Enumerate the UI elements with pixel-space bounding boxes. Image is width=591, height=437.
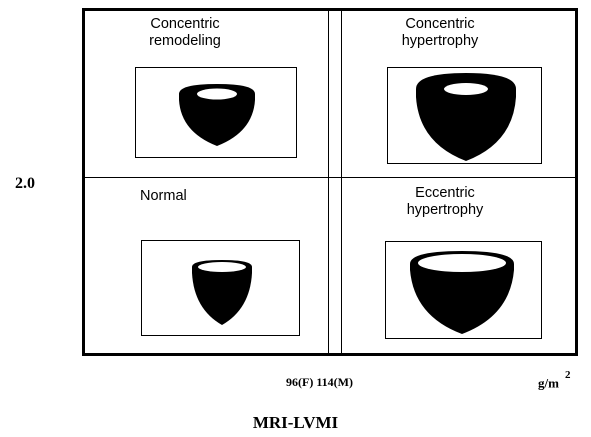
label-line: remodeling xyxy=(130,33,240,50)
label-line: hypertrophy xyxy=(390,202,500,219)
heart-normal-icon xyxy=(188,257,256,327)
label-line: Normal xyxy=(140,188,230,205)
x-unit-text: g/m xyxy=(538,375,559,390)
threshold-line-vertical-male xyxy=(341,8,342,356)
x-axis-title: MRI-LVMI xyxy=(0,413,591,433)
x-threshold-label: 96(F) 114(M) xyxy=(286,375,353,390)
label-line: hypertrophy xyxy=(380,33,500,50)
heart-concentric-hypertrophy-icon xyxy=(413,71,519,163)
threshold-line-vertical-female xyxy=(328,8,329,356)
x-unit-superscript: 2 xyxy=(565,369,571,381)
x-unit-label: g/m2 xyxy=(538,373,570,391)
threshold-line-horizontal xyxy=(82,177,578,178)
quadrant-label-concentric-hypertrophy: Concentric hypertrophy xyxy=(380,16,500,50)
image-box-concentric-hypertrophy xyxy=(387,67,542,164)
quadrant-label-normal: Normal xyxy=(140,188,230,205)
label-line: Concentric xyxy=(380,16,500,33)
image-box-normal xyxy=(141,240,300,336)
label-line: Eccentric xyxy=(390,185,500,202)
y-threshold-label: 2.0 xyxy=(15,175,35,193)
image-box-concentric-remodeling xyxy=(135,67,297,158)
quadrant-label-concentric-remodeling: Concentric remodeling xyxy=(130,16,240,50)
label-line: Concentric xyxy=(130,16,240,33)
quadrant-label-eccentric-hypertrophy: Eccentric hypertrophy xyxy=(390,185,500,219)
image-box-eccentric-hypertrophy xyxy=(385,241,542,339)
heart-eccentric-hypertrophy-icon xyxy=(406,248,518,336)
heart-concentric-remodeling-icon xyxy=(173,80,261,150)
